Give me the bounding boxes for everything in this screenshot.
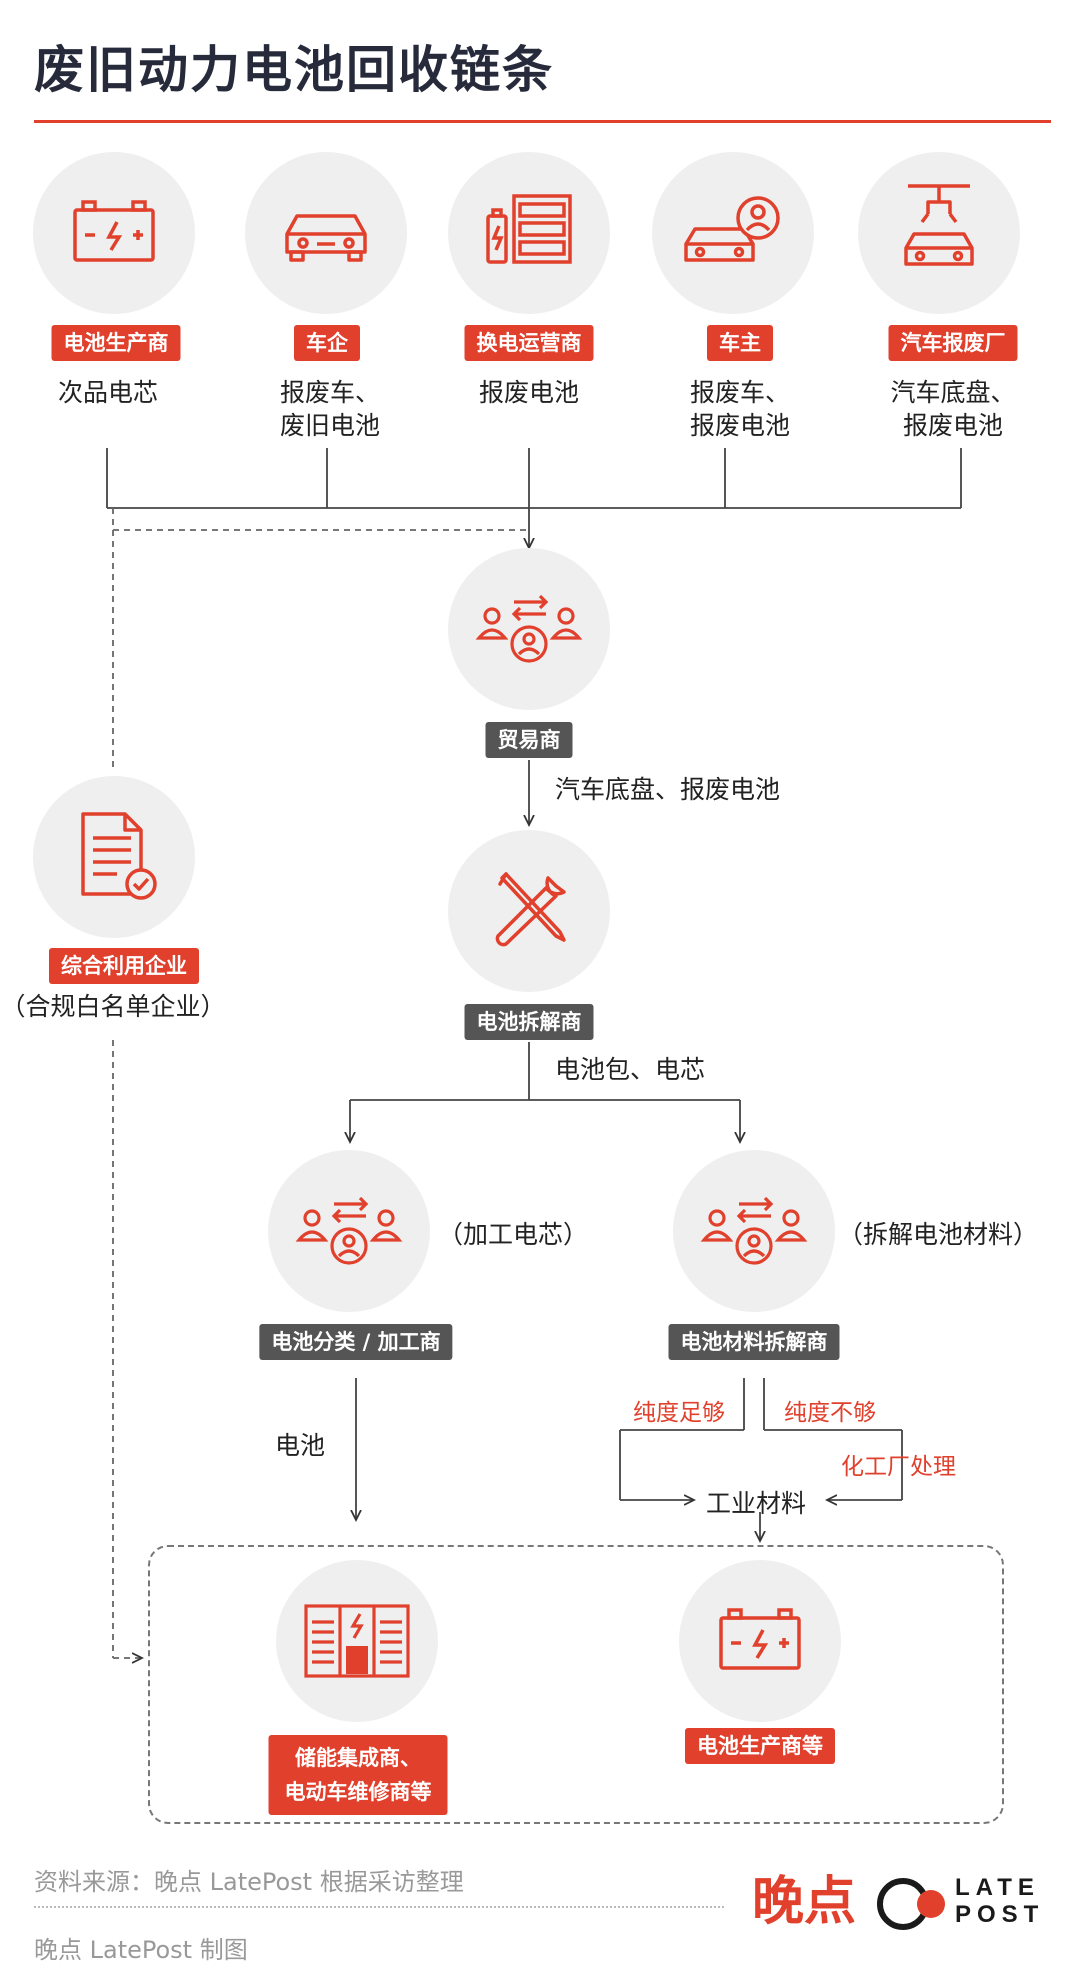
sorter-circle — [268, 1150, 430, 1312]
car-owner-icon — [684, 196, 780, 262]
flow-label-packs-cells: 电池包、电芯 — [555, 1055, 706, 1084]
comprehensive-whitelist-note: （合规白名单企业） — [0, 992, 226, 1021]
desc-scrapyard: 汽车底盘、 报废电池 — [890, 378, 1016, 440]
tag-dismantler: 电池拆解商 — [464, 1004, 594, 1040]
source-note: 资料来源：晚点 LatePost 根据采访整理 — [34, 1868, 464, 1896]
industrial-material-label: 工业材料 — [706, 1489, 807, 1518]
flow-label-battery: 电池 — [275, 1431, 326, 1460]
tag-battery-producer-end: 电池生产商等 — [685, 1728, 835, 1764]
tag-trader: 贸易商 — [485, 722, 573, 758]
page-title: 废旧动力电池回收链条 — [34, 41, 554, 99]
dismantler-circle — [448, 830, 610, 992]
traders-exchange-icon — [475, 594, 583, 663]
battery-icon — [719, 1608, 801, 1670]
credit-note: 晚点 LatePost 制图 — [34, 1936, 248, 1964]
traders-exchange-icon — [295, 1196, 403, 1265]
sorter-note: （加工电芯） — [438, 1220, 589, 1249]
title-divider — [34, 120, 1051, 123]
document-check-icon — [81, 812, 157, 900]
desc-automaker: 报废车、 废旧电池 — [279, 378, 381, 440]
chemical-plant-label: 化工厂处理 — [841, 1454, 956, 1480]
automaker-circle — [245, 152, 407, 314]
car-owner-circle — [652, 152, 814, 314]
footer-divider — [34, 1906, 724, 1908]
battery-icon — [73, 200, 155, 262]
tag-sorter: 电池分类 / 加工商 — [259, 1324, 453, 1360]
car-crusher-icon — [904, 184, 974, 266]
storage-integrator-circle — [276, 1560, 438, 1722]
tag-storage-integrator: 储能集成商、 电动车维修商等 — [268, 1735, 448, 1815]
energy-storage-icon — [304, 1604, 410, 1678]
purity-sufficient-label: 纯度足够 — [633, 1400, 725, 1426]
logo-english-text: LATE POST — [955, 1874, 1045, 1928]
desc-swap-operator: 报废电池 — [478, 378, 580, 407]
logo-chinese-text: 晚点 — [752, 1872, 857, 1932]
material-dismantler-note: （拆解电池材料） — [838, 1220, 1039, 1249]
desc-battery-producer: 次品电芯 — [57, 378, 159, 407]
battery-swap-cabinet-icon — [486, 194, 572, 264]
tag-battery-producer: 电池生产商 — [51, 325, 181, 361]
desc-car-owner: 报废车、 报废电池 — [689, 378, 791, 440]
tag-automaker: 车企 — [294, 325, 360, 361]
trader-circle — [448, 548, 610, 710]
tag-swap-operator: 换电运营商 — [464, 325, 594, 361]
tag-material-dismantler: 电池材料拆解商 — [668, 1324, 840, 1360]
traders-exchange-icon — [700, 1196, 808, 1265]
battery-producer-circle — [33, 152, 195, 314]
destinations-group — [148, 1545, 1004, 1824]
comprehensive-enterprise-circle — [33, 776, 195, 938]
tools-icon — [495, 872, 566, 947]
flow-label-chassis-batteries: 汽车底盘、报废电池 — [555, 775, 781, 804]
tag-scrapyard: 汽车报废厂 — [888, 325, 1018, 361]
tag-comprehensive-enterprise: 综合利用企业 — [49, 948, 199, 984]
car-icon — [285, 214, 367, 262]
tag-car-owner: 车主 — [707, 325, 773, 361]
material-dismantler-circle — [673, 1150, 835, 1312]
battery-swap-operator-circle — [448, 152, 610, 314]
logo-dot — [917, 1890, 945, 1918]
scrapyard-circle — [858, 152, 1020, 314]
purity-insufficient-label: 纯度不够 — [784, 1400, 876, 1426]
battery-producer-end-circle — [679, 1560, 841, 1722]
